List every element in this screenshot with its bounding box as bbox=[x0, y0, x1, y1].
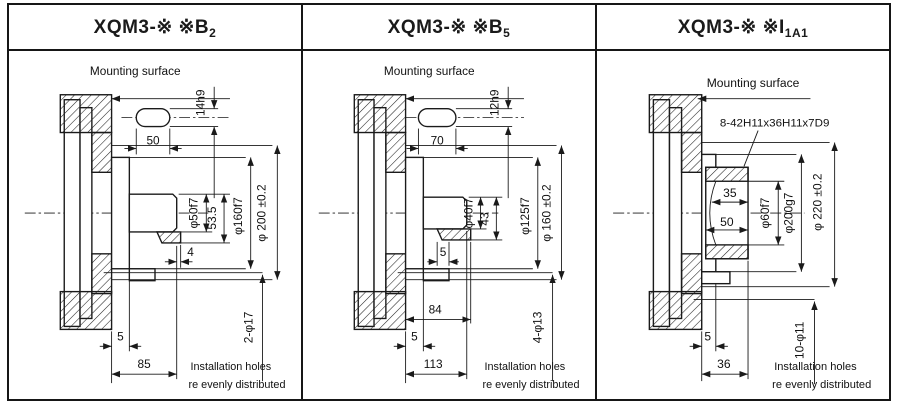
dim-key-offset-label: 5 bbox=[440, 245, 447, 259]
flange-hatch-top bbox=[59, 94, 113, 134]
dim-socket-length-label: 36 bbox=[717, 357, 731, 371]
dim-key-length-label: 84 bbox=[429, 302, 443, 316]
dim-key-offset-label: 4 bbox=[187, 245, 194, 259]
dim-across-key-label: 43 bbox=[478, 212, 492, 226]
dim-register-dia-label: φ160f7 bbox=[231, 197, 245, 235]
install-note-line1: Installation holes bbox=[774, 361, 857, 373]
flange-hatch-bottom bbox=[648, 290, 703, 331]
dim-register-depth-label: 5 bbox=[704, 329, 711, 343]
flange-plate-inner bbox=[79, 106, 93, 320]
install-note-line2: re evenly distributed bbox=[772, 379, 871, 391]
mounting-surface-label: Mounting surface bbox=[90, 64, 181, 78]
spline-socket-wall-bottom bbox=[705, 244, 749, 260]
dim-holes-label: 2-φ17 bbox=[242, 312, 256, 344]
hub-hatch-bottom bbox=[385, 253, 407, 295]
hub-hatch-bottom bbox=[91, 253, 113, 295]
mounting-surface-label: Mounting surface bbox=[384, 64, 475, 78]
flange-hatch-bottom bbox=[59, 290, 113, 331]
dim-key-height-label: 12h9 bbox=[487, 89, 501, 116]
panel-b2-cell: 50 14h9 Mounting surface φ50f7 53.5 φ160… bbox=[9, 51, 303, 399]
dim-across-key-label: 53.5 bbox=[205, 206, 219, 230]
register-spigot bbox=[110, 156, 131, 270]
dim-flange-dia-label: φ 220 ±0.2 bbox=[810, 173, 824, 231]
flange-plate-inner bbox=[373, 106, 387, 320]
hub-hatch-bottom bbox=[680, 253, 703, 295]
spline-spec-leader bbox=[743, 130, 759, 167]
panel-title-i1a1-main: XQM3-※ ※I bbox=[677, 16, 785, 38]
hub-hatch-top bbox=[91, 131, 113, 173]
dim-key-height-label: 14h9 bbox=[193, 89, 207, 116]
panel-b5-drawing: 70 12h9 Mounting surface φ40f7 43 φ125f7 bbox=[318, 64, 580, 391]
hub-hatch-top bbox=[680, 131, 703, 173]
mounting-surface-label: Mounting surface bbox=[707, 76, 800, 90]
shaft-key bbox=[436, 228, 472, 241]
dim-register-depth-label: 5 bbox=[117, 329, 124, 343]
flange-hatch-top bbox=[353, 94, 407, 134]
key-detail-section bbox=[135, 107, 171, 128]
spline-socket-body bbox=[705, 166, 749, 260]
dim-shaft-dia-label: φ50f7 bbox=[186, 198, 200, 229]
panel-title-b5-sub: 5 bbox=[503, 26, 511, 40]
panel-i1a1-cell: 8-42H11x36H11x7D9 Mounting surface 35 50… bbox=[597, 51, 889, 399]
spline-socket-wall-top bbox=[705, 166, 749, 182]
panel-b5-cell: 70 12h9 Mounting surface φ40f7 43 φ125f7 bbox=[303, 51, 597, 399]
flange-plate-inner bbox=[668, 106, 683, 320]
dim-flange-dia-label: φ 200 ±0.2 bbox=[255, 184, 269, 241]
panel-title-b2-sub: 2 bbox=[209, 26, 217, 40]
dim-holes-label: 4-φ13 bbox=[531, 311, 545, 343]
dim-register-dia-label: φ125f7 bbox=[518, 197, 532, 235]
output-shaft bbox=[128, 193, 178, 233]
panel-i1a1-drawing: 8-42H11x36H11x7D9 Mounting surface 35 50… bbox=[613, 76, 871, 391]
spline-root-arc bbox=[709, 181, 717, 246]
spline-spec-label: 8-42H11x36H11x7D9 bbox=[720, 118, 830, 130]
dim-key-width-label: 70 bbox=[431, 133, 445, 147]
register-step bbox=[701, 271, 731, 285]
panel-title-b5-main: XQM3-※ ※B bbox=[387, 16, 504, 38]
key-detail-section bbox=[417, 107, 457, 128]
flange-hatch-top bbox=[648, 94, 703, 134]
panel-title-i1a1-sub: 1A1 bbox=[784, 26, 809, 40]
install-note-line2: re evenly distributed bbox=[189, 379, 286, 391]
hub-hatch-top bbox=[385, 131, 407, 173]
dim-flange-dia-label: φ 160 ±0.2 bbox=[540, 184, 554, 241]
register-spigot bbox=[404, 156, 425, 270]
drawing-row: 50 14h9 Mounting surface φ50f7 53.5 φ160… bbox=[9, 51, 889, 399]
register-step bbox=[128, 268, 156, 282]
dim-total-length-label: 113 bbox=[424, 357, 443, 371]
dim-spline-width-label: 35 bbox=[723, 186, 737, 200]
flange-hatch-bottom bbox=[353, 290, 407, 331]
dim-holes-label: 10-φ11 bbox=[792, 321, 806, 359]
register-step bbox=[422, 268, 450, 282]
dim-socket-depth-label: 50 bbox=[720, 215, 734, 229]
dim-total-length-label: 85 bbox=[138, 357, 152, 371]
shaft-key bbox=[155, 231, 182, 244]
dim-bore-dia-label: φ60f7 bbox=[758, 197, 772, 228]
output-shaft bbox=[422, 196, 468, 230]
dim-pilot-dia-label: φ200g7 bbox=[781, 192, 795, 233]
dim-shaft-dia-label: φ40f7 bbox=[462, 198, 476, 229]
install-note-line2: re evenly distributed bbox=[483, 379, 580, 391]
panel-title-b2-main: XQM3-※ ※B bbox=[93, 16, 210, 38]
dim-key-width-label: 50 bbox=[146, 133, 160, 147]
dim-register-depth-label: 5 bbox=[411, 329, 418, 343]
install-note-line1: Installation holes bbox=[485, 361, 566, 373]
install-note-line1: Installation holes bbox=[191, 361, 272, 373]
panel-b2-drawing: 50 14h9 Mounting surface φ50f7 53.5 φ160… bbox=[24, 64, 286, 391]
